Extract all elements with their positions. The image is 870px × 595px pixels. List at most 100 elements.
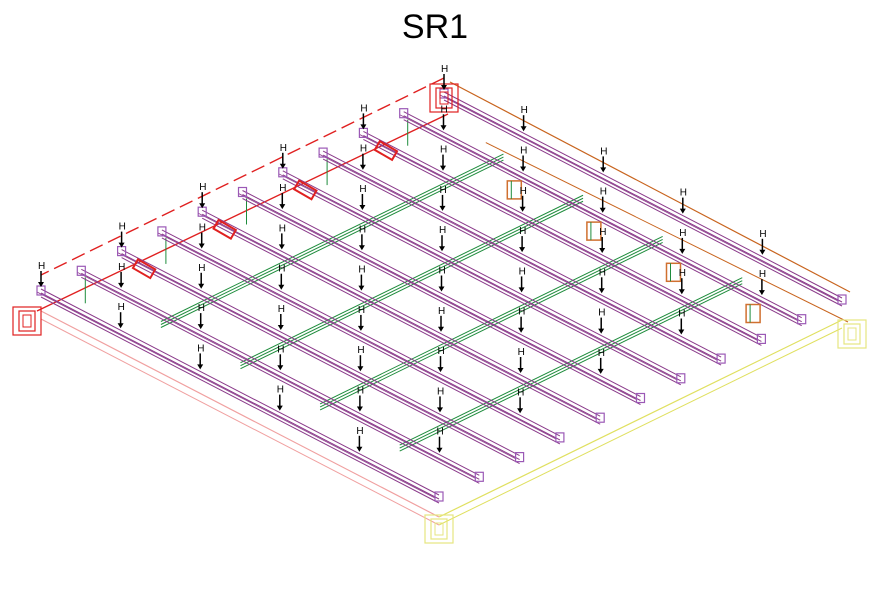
joist-line — [161, 229, 561, 437]
hanger-arrowhead — [278, 284, 285, 290]
beam-bracket — [745, 303, 761, 324]
hanger-label: H — [440, 145, 447, 156]
hanger-label: H — [598, 348, 605, 359]
joist-line — [161, 233, 561, 441]
brackets-group — [131, 139, 761, 324]
joist — [76, 265, 484, 484]
joist-end-box — [837, 294, 847, 305]
corner-posts-group — [12, 83, 867, 544]
hanger: H — [600, 146, 607, 173]
hanger-arrowhead — [520, 126, 527, 132]
hanger-label: H — [278, 304, 285, 315]
hanger: H — [438, 266, 446, 292]
hanger: H — [118, 222, 126, 248]
hanger: H — [358, 265, 366, 291]
hanger-arrowhead — [356, 406, 363, 412]
joist-line — [81, 268, 480, 476]
joist-end-box — [756, 333, 767, 344]
joist-end-box — [797, 314, 807, 325]
back-right-edge — [449, 81, 851, 293]
joist-end-box — [474, 471, 484, 482]
joists-group — [36, 88, 847, 504]
joist-line — [81, 276, 480, 484]
joist-line — [242, 198, 641, 405]
hanger: H — [277, 344, 285, 371]
hanger-label: H — [199, 182, 206, 193]
hanger: H — [279, 143, 287, 169]
joist-end-box — [595, 412, 605, 423]
beam-bracket — [373, 139, 399, 162]
hanger-arrowhead — [440, 165, 446, 171]
front-right-edge — [438, 319, 843, 518]
hanger-label: H — [441, 104, 448, 115]
hanger-label: H — [278, 264, 285, 275]
hanger: H — [519, 226, 526, 253]
joist-line — [363, 130, 762, 338]
joist — [358, 127, 767, 346]
joist — [197, 206, 605, 425]
hanger: H — [678, 268, 686, 295]
joist-line-side — [359, 134, 758, 341]
hanger-arrowhead — [118, 242, 125, 248]
joist — [439, 88, 847, 307]
beam-bracket — [665, 262, 682, 283]
hanger-arrowhead — [279, 163, 286, 169]
corner-post-top — [429, 83, 459, 113]
hanger-label: H — [598, 308, 605, 319]
hanger-arrowhead — [278, 244, 285, 250]
hanger-label: H — [518, 307, 525, 318]
hanger: H — [197, 303, 205, 330]
hanger: H — [198, 263, 205, 289]
hanger-arrowhead — [198, 283, 205, 289]
hanger-arrowhead — [758, 290, 765, 296]
hanger-label: H — [599, 227, 606, 238]
hanger-arrowhead — [438, 286, 445, 292]
hanger-label: H — [678, 309, 685, 320]
hanger-label: H — [356, 426, 363, 437]
hanger-arrowhead — [678, 289, 685, 295]
hanger-arrowhead — [277, 325, 284, 330]
hanger-label: H — [279, 183, 286, 194]
joist-line — [363, 138, 762, 346]
joist-line — [40, 288, 440, 496]
joist-end-box — [399, 108, 409, 119]
hanger: H — [518, 307, 525, 333]
hanger-arrowhead — [678, 329, 685, 335]
joist-line — [121, 257, 520, 465]
joist-end-box — [555, 432, 565, 443]
joist-line — [40, 292, 440, 500]
hanger-arrowhead — [358, 285, 365, 291]
joist-line — [121, 249, 520, 457]
hanger: H — [276, 385, 284, 411]
hanger-label: H — [600, 146, 607, 157]
joist-line-side — [117, 252, 516, 459]
hanger-arrowhead — [199, 203, 206, 209]
hanger: H — [38, 261, 45, 287]
joist-line — [403, 111, 802, 319]
joist — [36, 285, 444, 504]
hanger: H — [517, 387, 524, 414]
joist-line — [81, 272, 480, 480]
hanger: H — [439, 185, 447, 211]
hanger-arrowhead — [279, 204, 286, 210]
beam-bracket-shape — [586, 221, 602, 241]
hanger: H — [359, 184, 367, 210]
joist-line — [40, 296, 440, 504]
hanger: H — [356, 386, 364, 412]
hanger-label: H — [277, 344, 284, 355]
back-left-edge-dashed — [40, 77, 445, 276]
joist-line-side — [198, 212, 597, 420]
joist — [237, 186, 646, 405]
beam-bracket — [292, 179, 318, 201]
hanger: H — [518, 266, 526, 293]
frame-outline — [36, 77, 851, 526]
hanger-arrowhead — [197, 364, 204, 370]
corner-post-core — [430, 518, 448, 540]
joist-line-side — [439, 94, 839, 302]
hanger-arrowhead — [276, 405, 283, 411]
hanger-label: H — [599, 267, 606, 278]
joist-line — [201, 217, 601, 425]
hanger-arrowhead — [197, 324, 204, 330]
hanger-label: H — [518, 347, 525, 358]
